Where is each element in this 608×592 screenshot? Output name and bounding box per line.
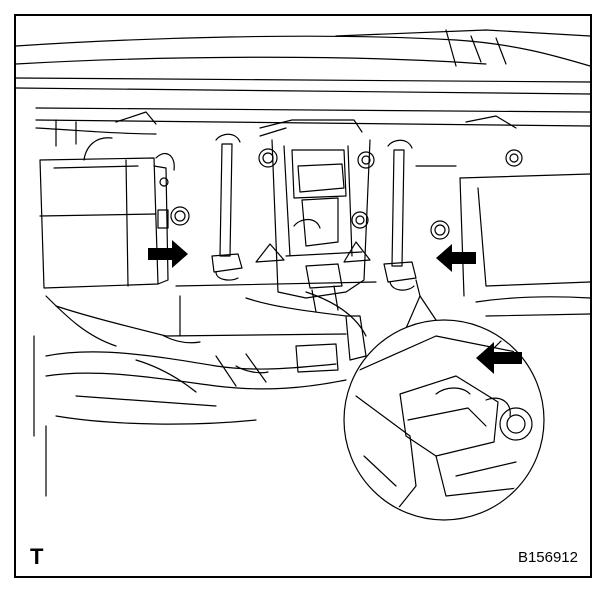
right-side-panel <box>415 165 590 317</box>
left-module-box <box>39 137 175 289</box>
figure-code: B156912 <box>517 549 578 566</box>
figure-frame: T B156912 <box>14 14 592 578</box>
arrow-left-callout <box>148 240 188 268</box>
left-vertical-post <box>211 133 243 281</box>
technical-illustration <box>16 29 590 521</box>
corner-letter: T <box>30 544 44 569</box>
upper-body-panel <box>16 29 590 95</box>
hood-lock-assembly <box>255 119 375 313</box>
arrow-detail-callout <box>476 342 522 374</box>
left-bolt-icon <box>170 206 190 226</box>
radiator-support-bar <box>35 107 590 147</box>
right-vertical-post <box>383 139 417 291</box>
arrow-right-callout <box>436 244 476 272</box>
lower-wiring-harness <box>33 281 377 497</box>
right-bolt-icon <box>430 149 523 240</box>
